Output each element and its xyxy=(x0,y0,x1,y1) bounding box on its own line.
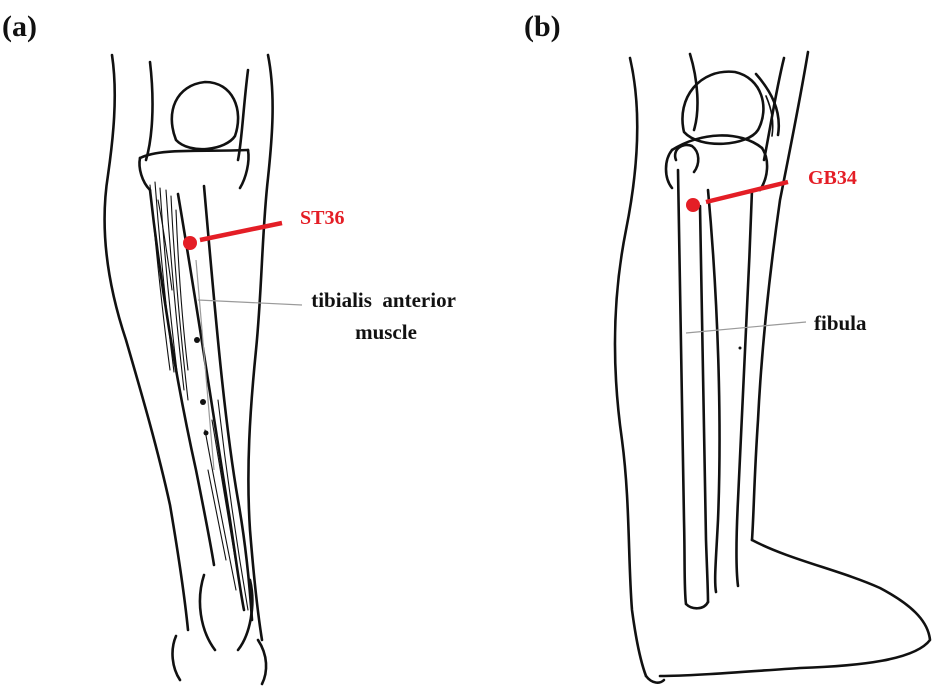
tibialis-anterior-muscle-hatching xyxy=(150,182,248,610)
leg-outline-front xyxy=(105,55,273,684)
knee-bones-side xyxy=(666,72,779,190)
tibialis-anterior-guide xyxy=(196,260,214,470)
fibula-speck xyxy=(739,347,742,350)
gb34-acupoint: GB34 xyxy=(686,167,857,212)
st36-marker xyxy=(183,236,197,250)
leg-outline-side xyxy=(615,52,930,683)
gb34-marker xyxy=(686,198,700,212)
panel-b: (b) xyxy=(524,10,930,683)
gb34-label: GB34 xyxy=(808,167,857,189)
tibialis-anterior-label-line2: muscle xyxy=(355,320,417,344)
tibialis-anterior-label-line1: tibialis anterior xyxy=(311,288,455,312)
gb34-pointer-line xyxy=(706,182,788,202)
panel-b-label: (b) xyxy=(524,10,561,43)
fibula-bone xyxy=(678,170,708,608)
panel-a-label: (a) xyxy=(2,10,37,43)
st36-label: ST36 xyxy=(300,207,344,229)
tibia-bone-side xyxy=(708,190,752,592)
panel-a: (a) xyxy=(2,10,461,684)
fibula-label: fibula xyxy=(814,311,867,335)
tibialis-anterior-label: tibialis anterior muscle xyxy=(311,288,461,344)
st36-pointer-line xyxy=(200,223,282,240)
